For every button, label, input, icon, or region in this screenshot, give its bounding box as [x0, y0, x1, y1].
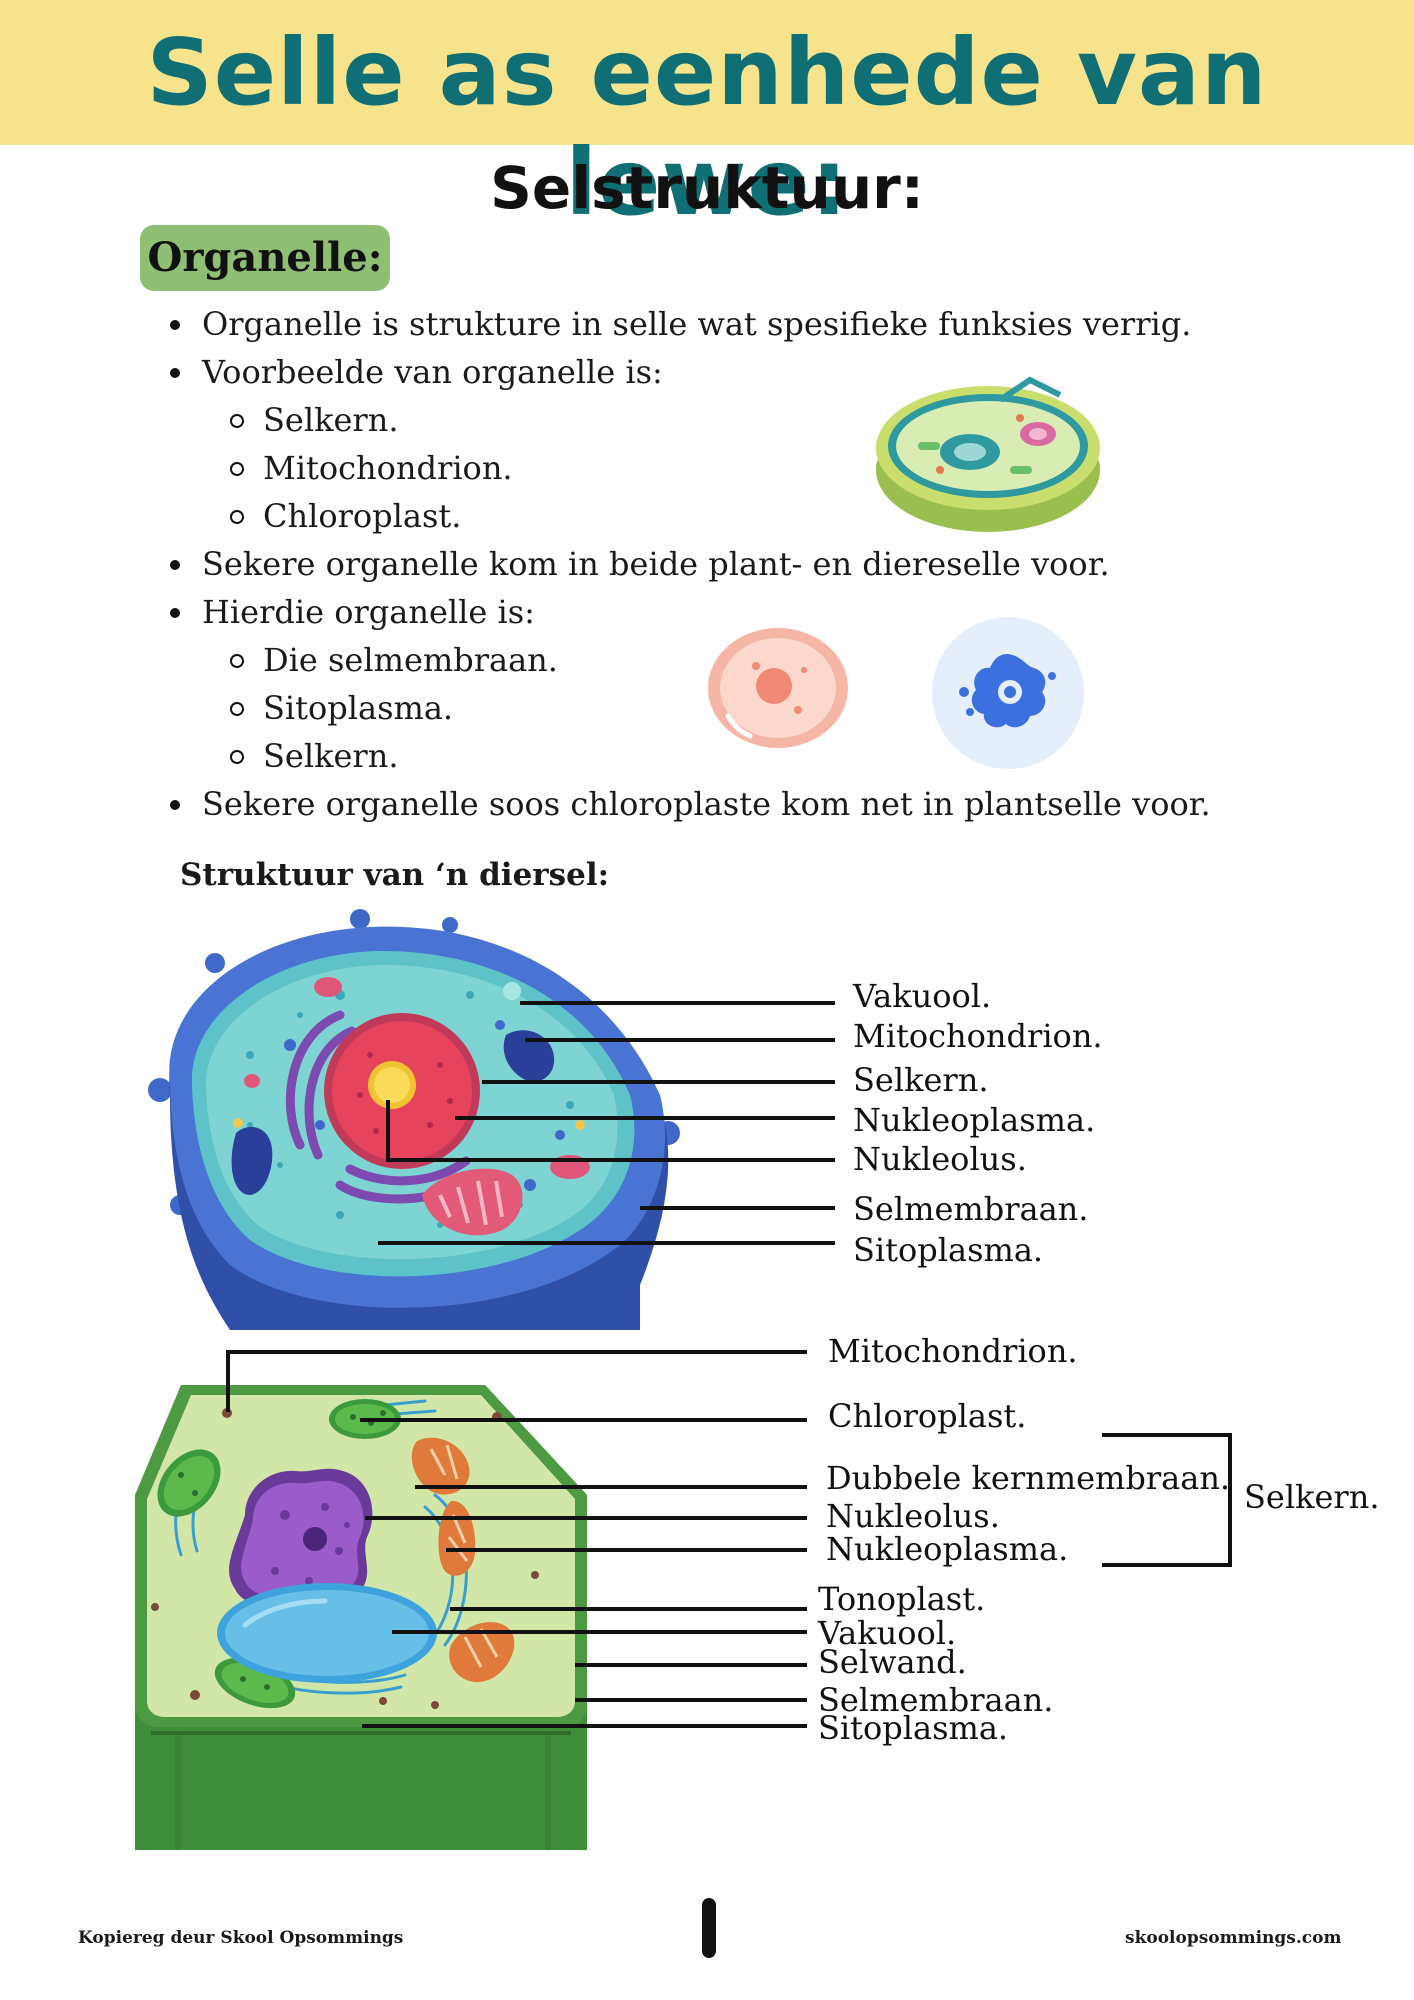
animal-label-selkern: Selkern.	[853, 1061, 989, 1099]
plant-label-mitochondrion: Mitochondrion.	[828, 1332, 1078, 1370]
page-number-mark	[702, 1898, 716, 1958]
plant-label-vakuool: Vakuool.	[818, 1614, 957, 1652]
plant-label-chloroplast: Chloroplast.	[828, 1397, 1027, 1435]
list-item: Die selmembraan.	[170, 636, 1320, 684]
list-item: Organelle is strukture in selle wat spes…	[170, 300, 1320, 348]
plant-label-nukleolus: Nukleolus.	[826, 1497, 1000, 1535]
animal-label-vakuool: Vakuool.	[853, 977, 992, 1015]
organelle-bullet-list: Organelle is strukture in selle wat spes…	[170, 300, 1320, 828]
list-item: Voorbeelde van organelle is:	[170, 348, 1320, 396]
animal-label-nukleolus: Nukleolus.	[853, 1140, 1027, 1178]
plant-label-selwand: Selwand.	[818, 1643, 967, 1681]
plant-label-tonoplast: Tonoplast.	[818, 1580, 986, 1618]
page-subtitle: Selstruktuur:	[490, 154, 924, 222]
list-item: Chloroplast.	[170, 492, 1320, 540]
plant-label-sitoplasma: Sitoplasma.	[818, 1709, 1009, 1747]
animal-cell-heading: Struktuur van ‘n diersel:	[180, 857, 610, 893]
plant-cell-illustration	[876, 376, 1100, 532]
footer-copyright: Kopiereg deur Skool Opsommings	[78, 1928, 404, 1948]
pink-cell-icon	[708, 628, 848, 748]
animal-label-nukleoplasma: Nukleoplasma.	[853, 1101, 1096, 1139]
list-item: Sekere organelle kom in beide plant- en …	[170, 540, 1320, 588]
list-item: Sitoplasma.	[170, 684, 1320, 732]
list-item: Sekere organelle soos chloroplaste kom n…	[170, 780, 1320, 828]
animal-label-sitoplasma: Sitoplasma.	[853, 1231, 1044, 1269]
footer-website: skoolopsommings.com	[1125, 1928, 1342, 1948]
plant-cell-diagram	[135, 1385, 587, 1850]
list-item: Hierdie organelle is:	[170, 588, 1320, 636]
blue-cell-icon	[932, 617, 1084, 769]
list-item: Selkern.	[170, 396, 1320, 444]
animal-label-selmembraan: Selmembraan.	[853, 1190, 1089, 1228]
organelle-heading: Organelle:	[140, 225, 390, 291]
plant-label-nukleoplasma: Nukleoplasma.	[826, 1530, 1069, 1568]
animal-cell-diagram	[148, 909, 680, 1330]
title-banner	[0, 0, 1414, 145]
plant-label-selmembraan: Selmembraan.	[818, 1681, 1054, 1719]
animal-label-mitochondrion: Mitochondrion.	[853, 1017, 1103, 1055]
list-item: Mitochondrion.	[170, 444, 1320, 492]
plant-label-dubbele-kernmembraan: Dubbele kernmembraan.	[826, 1459, 1231, 1497]
page-title: Selle as eenhede van lewe:	[146, 19, 1268, 236]
plant-label-selkern-group: Selkern.	[1244, 1478, 1380, 1516]
list-item: Selkern.	[170, 732, 1320, 780]
